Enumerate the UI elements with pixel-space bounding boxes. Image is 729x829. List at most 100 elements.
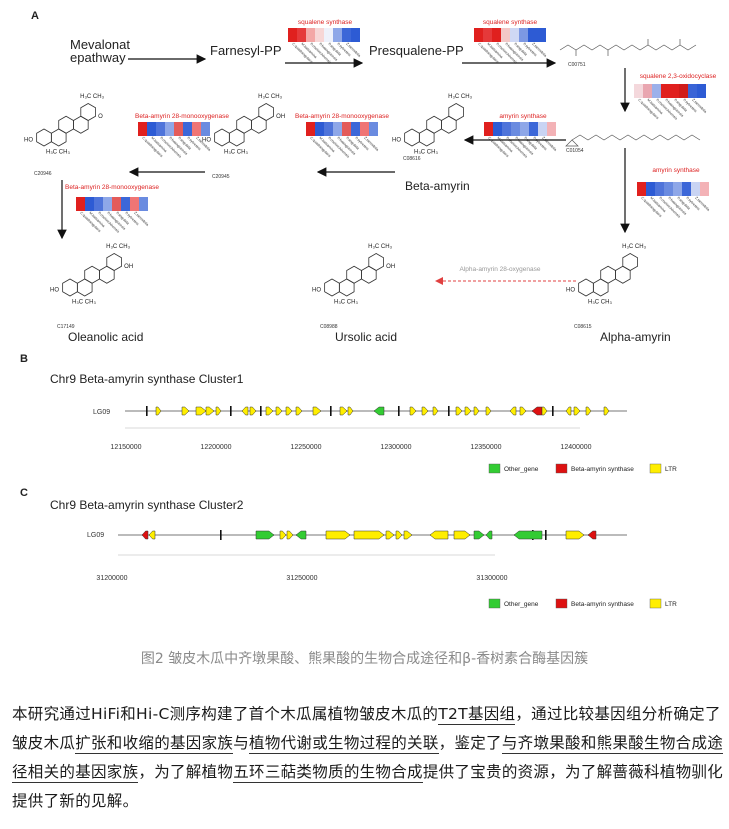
methyl-label: H₃C CH₃ <box>258 94 282 100</box>
gene-arrow <box>485 406 492 416</box>
svg-text:Beta-amyrin 28-monooxygenase: Beta-amyrin 28-monooxygenase <box>295 113 389 120</box>
para-underline-4: 与齐墩果酸和熊果酸生物合成途径相关的基因家族 <box>12 734 724 783</box>
squalene-structure <box>559 39 697 56</box>
panel-b-title: Chr9 Beta-amyrin synthase Cluster1 <box>50 372 244 386</box>
ring <box>36 128 52 147</box>
acid-label: OH <box>386 264 395 270</box>
gene-arrow <box>565 530 585 540</box>
svg-text:Other_gene: Other_gene <box>504 601 539 608</box>
id-c08616: C08616 <box>403 156 421 162</box>
methyl-label: H₃C CH₃ <box>46 150 70 156</box>
id-c20945: C20945 <box>212 174 230 180</box>
gene-arrow <box>295 406 303 416</box>
methyl-label: H₃C CH₃ <box>80 94 104 100</box>
heatmap-squalene-synthase-2: squalene synthase C.quadrangularisM.bals… <box>474 19 547 65</box>
id-c08615: C08615 <box>574 324 592 330</box>
methyl-label: H₃C CH₃ <box>224 150 248 156</box>
heatmap-squalene-epoxidase: squalene 2,3-oxidocyclase C.quadrangular… <box>634 73 717 121</box>
tick-b-5: 12400000 <box>560 444 591 451</box>
svg-text:LTR: LTR <box>665 601 677 608</box>
para-text-2: ，通过比较基因组分析确定了皱皮木瓜 <box>12 705 721 752</box>
svg-text:LTR: LTR <box>665 466 677 473</box>
gene-marker <box>398 406 400 416</box>
node-farnesyl: Farnesyl-PP <box>210 43 282 58</box>
para-underline-2: 扩张和收缩的基因家族 <box>75 734 234 754</box>
ring <box>404 128 420 147</box>
gene-arrow <box>195 406 207 416</box>
ring <box>214 128 230 147</box>
acid-label: OH <box>124 264 133 270</box>
node-mevalonate-line1: Mevalonat <box>70 37 130 52</box>
gene-arrow <box>509 406 517 416</box>
gene-marker <box>552 406 554 416</box>
ring <box>62 278 78 297</box>
gene-arrow <box>585 406 592 416</box>
heatmap-b28-3: Beta-amyrin 28-monooxygenase C.quadrangu… <box>65 184 159 234</box>
svg-text:Beta-amyrin 28-monooxygenase: Beta-amyrin 28-monooxygenase <box>135 113 229 120</box>
c20945-structure: HO H₃C CH₃ H₃C CH₃ OH <box>202 94 285 156</box>
tick-c-1: 31250000 <box>286 575 317 582</box>
figure-caption: 图2 皱皮木瓜中齐墩果酸、熊果酸的生物合成途径和β-香树素合酶基因簇 <box>140 651 589 667</box>
panel-c-genes <box>141 530 597 540</box>
ring <box>368 253 384 271</box>
para-underline-5: 五环三萜类物质的生物合成 <box>233 763 423 783</box>
methyl-label: H₃C CH₃ <box>448 94 472 100</box>
gene-arrow <box>395 530 403 540</box>
para-underline-3: 植物代谢或生物过程的关联 <box>249 734 439 754</box>
svg-text:Other_gene: Other_gene <box>504 466 539 473</box>
heatmap-amyrin-synthase-beta: amyrin synthase C.quadrangularisM.balsam… <box>484 113 557 159</box>
gene-arrow <box>312 406 322 416</box>
tick-c-0: 31200000 <box>96 575 127 582</box>
summary-paragraph: 本研究通过HiFi和Hi-C测序构建了首个木瓜属植物皱皮木瓜的T2T基因组，通过… <box>12 700 724 816</box>
heatmap-b28-2: Beta-amyrin 28-monooxygenase C.quadrangu… <box>135 113 229 159</box>
acid-label: OH <box>276 114 285 120</box>
svg-text:Beta-amyrin synthase: Beta-amyrin synthase <box>571 466 634 473</box>
ring <box>600 265 616 284</box>
hydroxyl-label: HO <box>566 288 575 294</box>
gene-arrow <box>373 406 385 416</box>
panel-b-label: B <box>20 353 28 365</box>
hydroxyl-label: HO <box>392 138 401 144</box>
gene-marker <box>448 406 450 416</box>
gene-arrow <box>155 406 162 416</box>
panel-c-ticks: 31200000 31250000 31300000 <box>96 575 507 582</box>
panel-b-genes <box>146 406 610 416</box>
panel-b-chrom: LG09 <box>93 409 110 416</box>
methyl-label: H₃C CH₃ <box>368 244 392 250</box>
gene-arrow <box>464 406 472 416</box>
hydroxyl-label: HO <box>202 138 211 144</box>
tick-b-0: 12150000 <box>110 444 141 451</box>
id-squalene: C00751 <box>568 62 586 68</box>
gene-arrow <box>485 530 493 540</box>
para-underline-1: T2T基因组 <box>438 705 516 725</box>
gene-arrow <box>409 406 417 416</box>
para-text-1: 本研究通过HiFi和Hi-C测序构建了首个木瓜属植物皱皮木瓜的 <box>12 705 439 723</box>
ring <box>258 103 274 121</box>
para-text-5: ，为了解植物 <box>138 763 234 781</box>
gene-arrow <box>285 406 293 416</box>
ring <box>426 115 442 134</box>
para-text-4: ，鉴定了 <box>438 734 502 752</box>
gene-arrow <box>531 406 543 416</box>
panel-a-label: A <box>31 10 39 22</box>
methyl-label: H₃C CH₃ <box>334 300 358 306</box>
tick-c-2: 31300000 <box>476 575 507 582</box>
hydroxyl-label: HO <box>312 288 321 294</box>
gene-arrow <box>453 530 471 540</box>
svg-text:squalene 2,3-oxidocyclase: squalene 2,3-oxidocyclase <box>640 73 717 80</box>
gene-arrow <box>339 406 348 416</box>
heatmap-squalene-synthase-1: squalene synthase C.quadrangularisM.bals… <box>288 19 361 65</box>
gene-arrow <box>603 406 610 416</box>
gene-arrow <box>513 530 543 540</box>
tick-b-3: 12300000 <box>380 444 411 451</box>
gene-marker <box>545 530 547 540</box>
gene-arrow <box>279 530 287 540</box>
svg-text:squalene synthase: squalene synthase <box>483 19 538 26</box>
node-presqualene: Presqualene-PP <box>369 43 464 58</box>
svg-text:amyrin synthase: amyrin synthase <box>652 167 700 174</box>
node-mevalonate-line2: epathway <box>70 50 126 65</box>
gene-arrow <box>421 406 429 416</box>
